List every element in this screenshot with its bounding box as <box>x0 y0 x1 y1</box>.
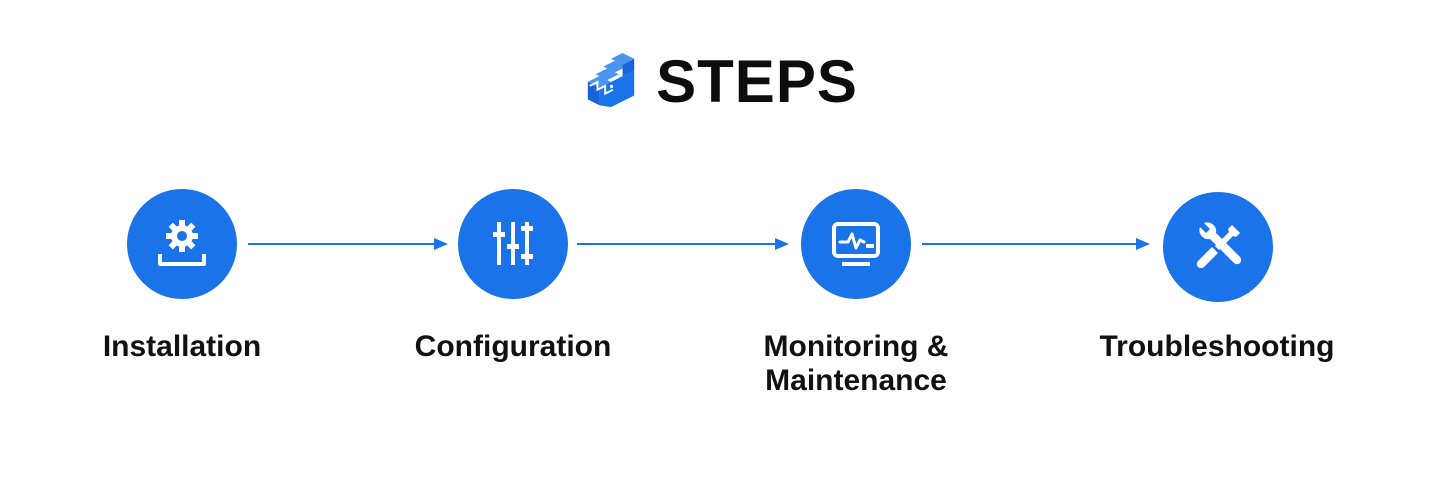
tools-icon <box>1196 222 1242 269</box>
page-title: STEPS <box>656 48 858 115</box>
arrow-3 <box>922 237 1150 251</box>
gear-install-icon <box>158 220 206 266</box>
step-2-label: Configuration <box>414 330 612 363</box>
step-3-label: Monitoring & Maintenance <box>763 330 949 397</box>
step-4-label: Troubleshooting <box>1099 330 1335 363</box>
step-3-circle <box>801 189 911 299</box>
step-2-circle <box>458 189 568 299</box>
step-1-circle <box>127 189 237 299</box>
header: STEPS <box>0 52 1440 112</box>
step-4-circle <box>1163 192 1273 302</box>
arrow-1 <box>248 237 448 251</box>
monitor-pulse-icon <box>832 222 880 266</box>
sliders-icon <box>493 222 533 265</box>
step-1-label: Installation <box>102 330 262 363</box>
stairs-icon <box>587 53 635 108</box>
arrow-2 <box>577 237 789 251</box>
